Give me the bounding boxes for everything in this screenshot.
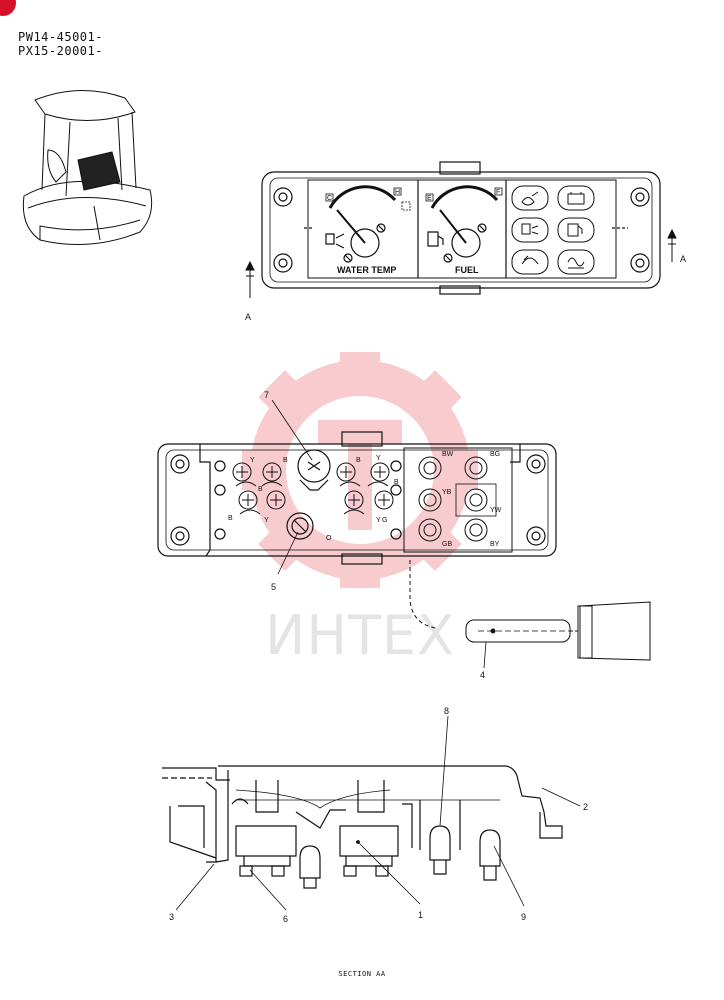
gauge-terminals [232, 462, 394, 515]
warning-lamp-sockets [418, 456, 497, 542]
wire-code: B [228, 515, 233, 522]
svg-text:3: 3 [169, 912, 174, 922]
fuel-level-lamp-icon [557, 217, 595, 243]
svg-text:2: 2 [583, 802, 588, 812]
fuel-label: FUEL [455, 265, 479, 275]
bulb-detail: 4 [409, 560, 651, 680]
instrument-panel-front-view: C H WATER TEMP E F FUEL [261, 161, 661, 295]
callout-5: 5 [271, 531, 299, 592]
section-caption: SECTION AA [338, 970, 386, 978]
water-temp-high-mark: H [395, 189, 400, 196]
fuel-gauge: E F FUEL [425, 185, 503, 275]
fuel-empty-mark: E [427, 195, 432, 202]
oil-pressure-lamp-icon [511, 185, 549, 211]
wire-code: Y [376, 517, 381, 524]
svg-text:8: 8 [444, 706, 449, 716]
watermark: ИНТЕХ [242, 352, 478, 667]
machine-location-sketch [22, 90, 153, 245]
serial-number-2: PX15-20001- [18, 44, 103, 58]
fuel-full-mark: F [496, 189, 500, 196]
wire-code: Y [264, 517, 269, 524]
svg-text:7: 7 [264, 390, 269, 400]
wire-code: G [382, 517, 387, 524]
serial-number-1: PW14-45001- [18, 30, 103, 44]
wire-code: YB [442, 489, 452, 496]
callout-9: 9 [493, 845, 526, 922]
water-temp-label: WATER TEMP [337, 265, 396, 275]
svg-text:9: 9 [521, 912, 526, 922]
wire-code: BG [490, 451, 500, 458]
wire-code: O [326, 535, 332, 542]
water-temp-gauge: C H WATER TEMP [325, 185, 411, 275]
wire-code: B [258, 486, 263, 493]
wire-code-labels: Y B B Y B B Y B Y G O BW BG YB YW GB BY [228, 451, 502, 548]
wire-code: Y [250, 457, 255, 464]
battery-charge-lamp-icon [557, 185, 595, 211]
svg-text:6: 6 [283, 914, 288, 924]
watermark-text: ИНТЕХ [265, 604, 455, 667]
warning-lamp-cluster [511, 185, 595, 275]
corner-badge [0, 0, 16, 16]
section-marker-left-letter: A [245, 312, 251, 322]
wire-code: B [283, 457, 288, 464]
watermark-gear-logo [242, 352, 478, 588]
wire-code: BW [442, 451, 454, 458]
wire-code: B [356, 457, 361, 464]
svg-text:5: 5 [271, 582, 276, 592]
wire-code: BY [490, 541, 500, 548]
callout-4: 4 [480, 670, 485, 680]
section-marker-right-letter: A [680, 254, 686, 264]
callout-6: 6 [249, 869, 288, 924]
air-filter-lamp-icon [511, 249, 549, 275]
callout-7: 7 [264, 390, 313, 461]
wire-code: B [394, 479, 399, 486]
water-temp-low-mark: C [327, 195, 332, 202]
callout-3: 3 [169, 863, 215, 922]
svg-text:1: 1 [418, 910, 423, 920]
wire-code: YW [490, 507, 502, 514]
wire-code: Y [376, 455, 381, 462]
wire-code: GB [442, 541, 452, 548]
section-aa-view [162, 765, 563, 889]
callout-1: 1 [356, 840, 423, 920]
section-marker-left: A [245, 260, 255, 322]
instrument-panel-rear-view: Y B B Y B B Y B Y G O BW BG YB YW GB BY [157, 431, 557, 565]
callout-2: 2 [541, 787, 588, 812]
callout-8: 8 [439, 706, 449, 827]
glow-plug-lamp-icon [557, 249, 595, 275]
coolant-temp-lamp-icon [511, 217, 549, 243]
section-marker-right: A [667, 228, 686, 264]
